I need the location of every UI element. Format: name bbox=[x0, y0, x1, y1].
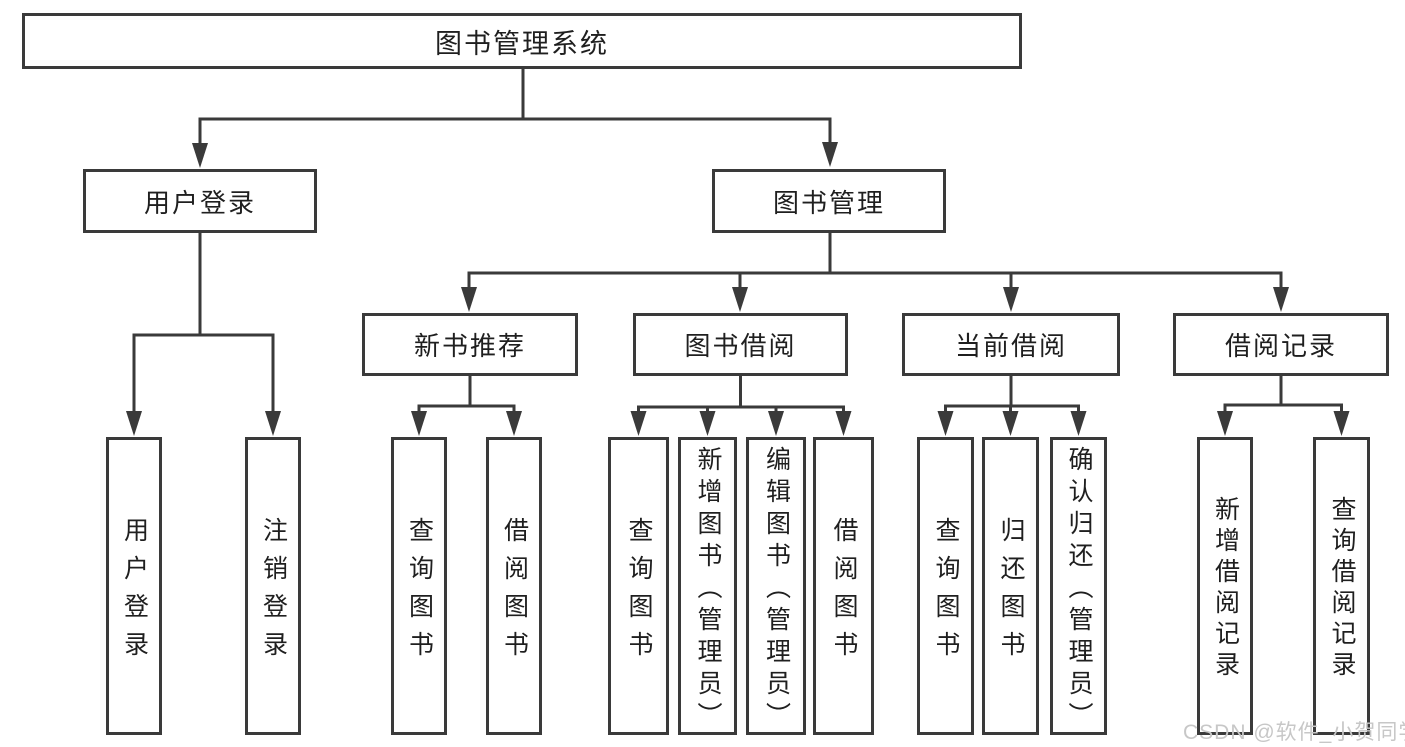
leaf-query-borrow-record-label: 查询借阅记录 bbox=[1328, 496, 1356, 682]
node-user-login: 用户登录 bbox=[83, 169, 317, 233]
node-book-borrow: 图书借阅 bbox=[633, 313, 848, 376]
node-current-borrow: 当前借阅 bbox=[902, 313, 1120, 376]
leaf-query-book-3: 查询图书 bbox=[917, 437, 974, 735]
leaf-edit-book-admin: 编辑图书（管理员） bbox=[746, 437, 806, 735]
leaf-query-book-3-label: 查询图书 bbox=[932, 516, 960, 669]
leaf-logout-label: 注销登录 bbox=[259, 516, 288, 669]
leaf-borrow-book-2: 借阅图书 bbox=[813, 437, 874, 735]
node-current-borrow-label: 当前借阅 bbox=[954, 331, 1067, 361]
leaf-user-login-label: 用户登录 bbox=[120, 516, 149, 669]
leaf-add-borrow-record-label: 新增借阅记录 bbox=[1211, 496, 1240, 682]
node-library-system-label: 图书管理系统 bbox=[435, 28, 609, 59]
node-borrow-records-label: 借阅记录 bbox=[1224, 331, 1337, 361]
node-library-system: 图书管理系统 bbox=[22, 13, 1022, 69]
leaf-add-book-admin-label: 新增图书（管理员） bbox=[694, 445, 722, 734]
node-book-management: 图书管理 bbox=[712, 169, 946, 233]
node-user-login-label: 用户登录 bbox=[143, 187, 256, 218]
leaf-edit-book-admin-label: 编辑图书（管理员） bbox=[762, 445, 791, 734]
leaf-query-borrow-record: 查询借阅记录 bbox=[1313, 437, 1370, 735]
leaf-query-book-2: 查询图书 bbox=[608, 437, 669, 735]
leaf-borrow-book-1-label: 借阅图书 bbox=[500, 516, 529, 669]
node-book-management-label: 图书管理 bbox=[772, 187, 885, 218]
leaf-query-book-1-label: 查询图书 bbox=[405, 516, 434, 669]
leaf-borrow-book-1: 借阅图书 bbox=[486, 437, 542, 735]
leaf-add-borrow-record: 新增借阅记录 bbox=[1197, 437, 1253, 735]
leaf-add-book-admin: 新增图书（管理员） bbox=[678, 437, 737, 735]
leaf-query-book-1: 查询图书 bbox=[391, 437, 447, 735]
node-borrow-records: 借阅记录 bbox=[1173, 313, 1389, 376]
watermark: CSDN @软件_小贺同学 bbox=[1183, 721, 1405, 744]
leaf-return-book-label: 归还图书 bbox=[997, 516, 1025, 669]
leaf-user-login: 用户登录 bbox=[106, 437, 162, 735]
leaf-confirm-return-admin: 确认归还（管理员） bbox=[1050, 437, 1107, 735]
leaf-return-book: 归还图书 bbox=[982, 437, 1039, 735]
leaf-logout: 注销登录 bbox=[245, 437, 301, 735]
node-book-borrow-label: 图书借阅 bbox=[684, 331, 797, 361]
leaf-query-book-2-label: 查询图书 bbox=[625, 516, 653, 669]
node-new-book-recommend: 新书推荐 bbox=[362, 313, 578, 376]
leaf-borrow-book-2-label: 借阅图书 bbox=[830, 516, 858, 669]
leaf-confirm-return-admin-label: 确认归还（管理员） bbox=[1065, 445, 1093, 734]
node-new-book-recommend-label: 新书推荐 bbox=[413, 331, 526, 361]
